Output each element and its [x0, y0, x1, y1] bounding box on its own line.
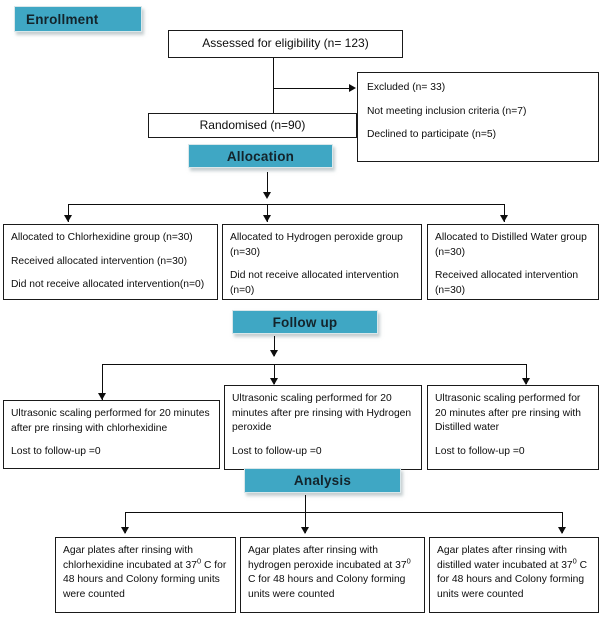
connector-assessed-to-randomised: [273, 58, 274, 120]
arrowhead-followup-2: [270, 378, 278, 385]
connector-analysis-trunk: [305, 495, 306, 533]
arrowhead-analysis-3: [558, 527, 566, 534]
box-analysis-hydrogen-peroxide: Agar plates after rinsing with hydrogen …: [240, 537, 425, 613]
connector-assessed-to-excluded: [273, 88, 349, 89]
stage-banner-analysis-label: Analysis: [293, 473, 352, 488]
box-allocation-distilled-water-line1: Allocated to Distilled Water group (n=30…: [435, 232, 587, 258]
box-followup-chlorhexidine-line2: Lost to follow-up =0: [11, 446, 101, 458]
box-followup-distilled-water: Ultrasonic scaling performed for 20 minu…: [427, 385, 599, 470]
connector-followup-drop-1: [102, 364, 103, 400]
box-allocation-chlorhexidine-line2: Received allocated intervention (n=30): [11, 255, 188, 267]
arrowhead-analysis-trunk: [301, 527, 309, 534]
box-analysis-hydrogen-peroxide-text: Agar plates after rinsing with hydrogen …: [248, 544, 417, 602]
connector-allocation-drop-3: [504, 204, 505, 222]
box-allocation-distilled-water-line2: Received allocated intervention (n=30): [435, 270, 579, 296]
box-analysis-hydrogen-peroxide-prefix: Agar plates after rinsing with hydrogen …: [248, 545, 407, 571]
box-followup-distilled-water-line2: Lost to follow-up =0: [435, 445, 525, 457]
connector-allocation-trunk: [267, 172, 268, 197]
box-analysis-hydrogen-peroxide-suffix: C for 48 hours and Colony forming units …: [248, 574, 406, 600]
arrowhead-followup-trunk: [270, 350, 278, 357]
box-randomised: Randomised (n=90): [148, 113, 357, 138]
box-allocation-hydrogen-peroxide-line2: Did not receive allocated intervention (…: [230, 270, 399, 296]
rail-analysis: [125, 512, 562, 513]
box-allocation-chlorhexidine: Allocated to Chlorhexidine group (n=30) …: [3, 224, 218, 300]
connector-analysis-drop-1: [125, 512, 126, 533]
arrowhead-allocation-3: [500, 215, 508, 222]
arrowhead-allocation-1: [64, 215, 72, 222]
arrowhead-followup-1: [98, 393, 106, 400]
box-randomised-label: Randomised (n=90): [199, 117, 306, 132]
arrowhead-to-excluded: [349, 84, 356, 92]
box-followup-chlorhexidine: Ultrasonic scaling performed for 20 minu…: [3, 400, 220, 469]
box-analysis-chlorhexidine-superscript: 0: [196, 556, 202, 566]
box-analysis-chlorhexidine-text: Agar plates after rinsing with chlorhexi…: [63, 544, 228, 602]
rail-allocation: [68, 204, 504, 205]
box-followup-hydrogen-peroxide-line2: Lost to follow-up =0: [232, 445, 322, 457]
connector-followup-trunk: [274, 336, 275, 356]
box-analysis-distilled-water: Agar plates after rinsing with distilled…: [429, 537, 599, 613]
box-analysis-hydrogen-peroxide-superscript: 0: [406, 556, 411, 566]
box-analysis-chlorhexidine: Agar plates after rinsing with chlorhexi…: [55, 537, 236, 613]
stage-banner-followup-label: Follow up: [272, 314, 338, 330]
stage-banner-allocation: Allocation: [188, 144, 333, 168]
stage-banner-analysis: Analysis: [244, 468, 401, 493]
box-allocation-hydrogen-peroxide: Allocated to Hydrogen peroxide group (n=…: [222, 224, 422, 300]
arrowhead-allocation-trunk: [263, 192, 271, 199]
connector-analysis-drop-3: [562, 512, 563, 533]
box-analysis-distilled-water-superscript: 0: [572, 556, 577, 566]
box-analysis-distilled-water-prefix: Agar plates after rinsing with distilled…: [437, 545, 573, 571]
stage-banner-followup: Follow up: [232, 310, 378, 334]
box-allocation-chlorhexidine-line3: Did not receive allocated intervention(n…: [11, 279, 205, 291]
box-excluded-line3: Declined to participate (n=5): [367, 129, 497, 141]
box-followup-distilled-water-line1: Ultrasonic scaling performed for 20 minu…: [435, 393, 581, 434]
rail-followup: [102, 364, 526, 365]
box-allocation-hydrogen-peroxide-line1: Allocated to Hydrogen peroxide group (n=…: [230, 232, 403, 258]
box-followup-hydrogen-peroxide-line1: Ultrasonic scaling performed for 20 minu…: [232, 393, 412, 434]
connector-followup-drop-3: [526, 364, 527, 384]
connector-followup-drop-2: [274, 364, 275, 384]
box-allocation-chlorhexidine-line1: Allocated to Chlorhexidine group (n=30): [11, 232, 193, 243]
box-analysis-distilled-water-text: Agar plates after rinsing with distilled…: [437, 544, 591, 602]
stage-banner-enrollment: Enrollment: [14, 6, 142, 32]
box-analysis-chlorhexidine-prefix: Agar plates after rinsing with chlorhexi…: [63, 545, 197, 571]
arrowhead-analysis-1: [121, 527, 129, 534]
box-followup-hydrogen-peroxide: Ultrasonic scaling performed for 20 minu…: [224, 385, 422, 470]
box-excluded-line2: Not meeting inclusion criteria (n=7): [367, 105, 527, 117]
stage-banner-enrollment-label: Enrollment: [26, 11, 99, 27]
box-analysis-chlorhexidine-suffix: C for 48 hours and Colony forming units …: [63, 559, 227, 600]
stage-banner-allocation-label: Allocation: [226, 148, 295, 164]
arrowhead-followup-3: [522, 378, 530, 385]
box-excluded: Excluded (n= 33) Not meeting inclusion c…: [357, 72, 599, 162]
box-analysis-distilled-water-suffix: C for 48 hours and Colony forming units …: [437, 559, 588, 600]
box-assessed-for-eligibility: Assessed for eligibility (n= 123): [168, 30, 403, 58]
box-allocation-distilled-water: Allocated to Distilled Water group (n=30…: [427, 224, 599, 300]
box-assessed-for-eligibility-label: Assessed for eligibility (n= 123): [202, 36, 369, 51]
connector-allocation-drop-2: [267, 204, 268, 222]
connector-allocation-drop-1: [68, 204, 69, 222]
box-excluded-line1: Excluded (n= 33): [367, 82, 446, 93]
arrowhead-allocation-2: [263, 215, 271, 222]
box-followup-chlorhexidine-line1: Ultrasonic scaling performed for 20 minu…: [11, 408, 210, 434]
